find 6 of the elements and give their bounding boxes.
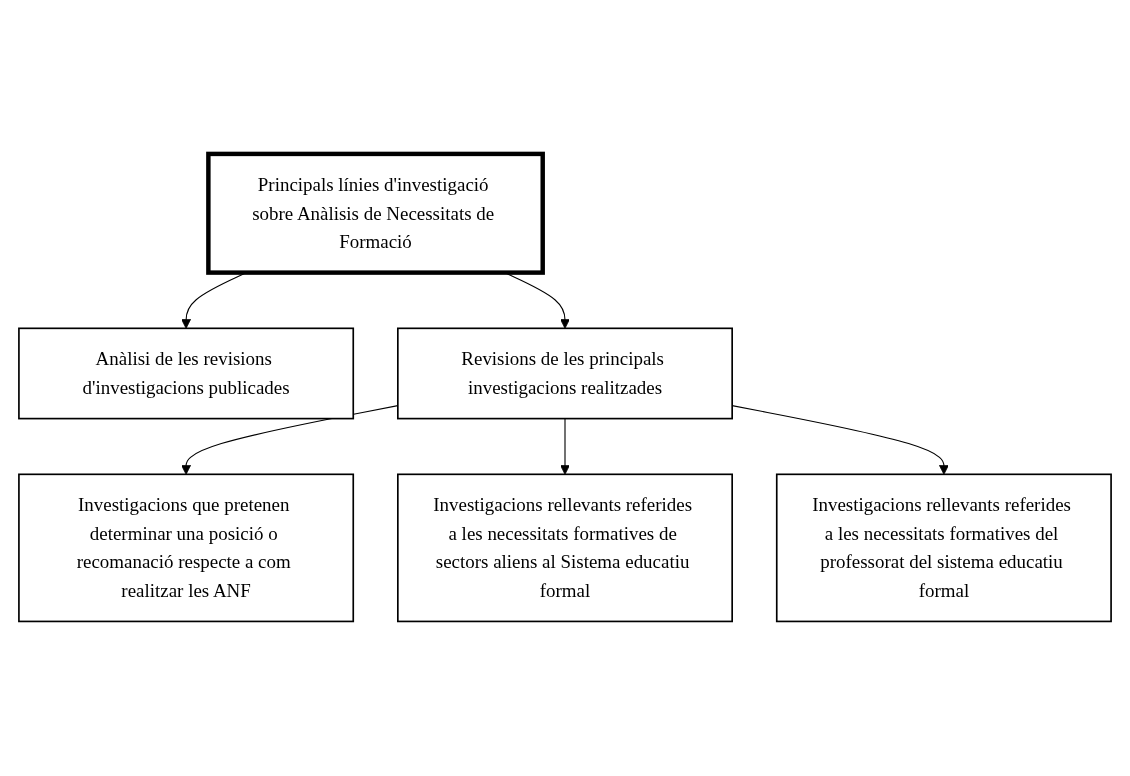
node-box: Investigacions que pretenen determinar una posició o recomanació respecte a com realitzar les ANF (18, 473, 355, 623)
node-box: Investigacions rellevants referides a les necessitats formatives de sectors aliens al Sistema educatiu formal (397, 473, 733, 623)
node-box: Investigacions rellevants referides a les necessitats formatives del professorat del sistema educatiu formal (775, 473, 1112, 623)
node-box: Principals línies d'investigació sobre Anàlisis de Necessitats de Formació (206, 152, 545, 276)
node-box: Revisions de les principals investigacions realitzades (397, 327, 733, 420)
node-box: Anàlisi de les revisions d'investigacions publicades (18, 327, 355, 420)
